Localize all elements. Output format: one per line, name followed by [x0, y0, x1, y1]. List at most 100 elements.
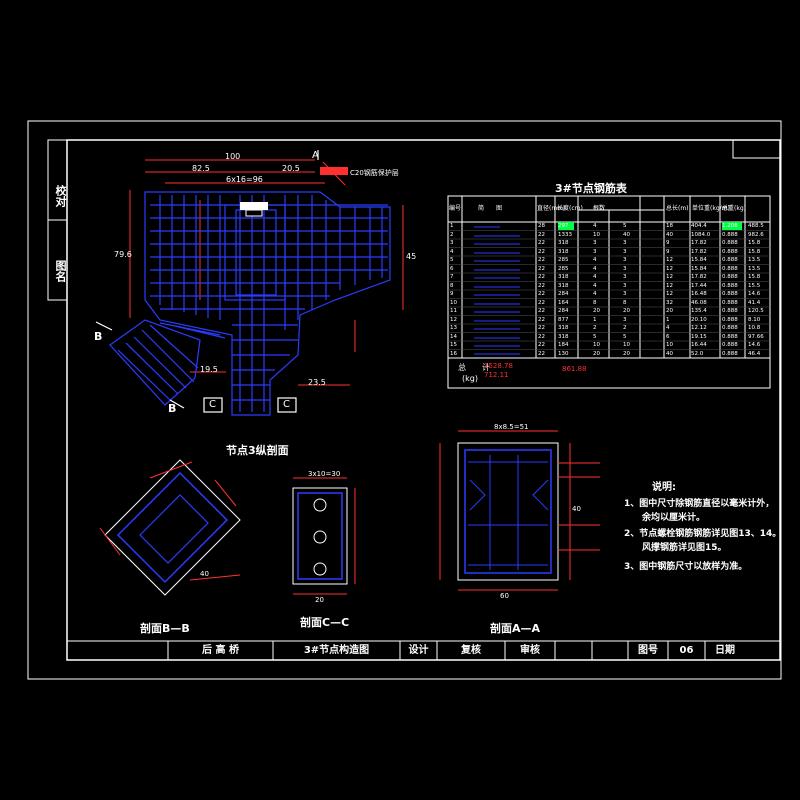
table-cell: 297: [558, 223, 569, 229]
table-cell: 130: [558, 350, 569, 357]
table-cell: 285: [558, 257, 569, 263]
table-cell: 22: [538, 291, 545, 297]
dim-bb-width: 40: [200, 570, 209, 578]
table-cell: 318: [558, 240, 569, 246]
table-cell: 22: [538, 325, 545, 331]
table-cell: 12: [666, 291, 673, 297]
table-cell: 3: [593, 248, 597, 255]
rebar-table-sketches: [474, 226, 520, 355]
table-cell: 13.5: [748, 265, 761, 272]
table-cell: 22: [538, 350, 545, 357]
table-total-2: 712.11: [484, 371, 509, 379]
table-cell: 4: [593, 274, 597, 280]
table-cell: 15.84: [691, 257, 707, 263]
dim-top-total: 100: [225, 152, 241, 161]
table-cell: 20: [666, 308, 673, 314]
table-cell: 4: [450, 248, 454, 255]
table-cell: 22: [538, 265, 545, 272]
table-cell: 0.888: [722, 248, 738, 255]
table-cell: 1: [450, 223, 454, 229]
table-cell: 3: [593, 240, 597, 246]
dim-aa-width: 60: [500, 592, 509, 600]
table-cell: 15.84: [691, 265, 707, 272]
cut-mark-a: A: [312, 150, 319, 161]
table-cell: 0.888: [722, 231, 738, 238]
table-cell: 22: [538, 316, 545, 323]
table-cell: 5: [623, 223, 627, 229]
table-cell: 22: [538, 342, 545, 348]
table-cell: 7: [450, 274, 454, 280]
table-cell: 4: [593, 282, 597, 289]
table-cell: 3: [623, 248, 627, 255]
table-cell: 0.888: [722, 308, 738, 314]
table-cell: 8: [623, 299, 627, 306]
table-cell: 284: [558, 308, 569, 314]
table-total-unit: (kg): [462, 374, 478, 383]
outer-frame: [27, 120, 782, 680]
node-section-drawing: [95, 150, 404, 416]
table-cell: 40: [623, 231, 630, 238]
table-header-cell: 简 图: [478, 205, 503, 212]
table-total-3: 861.88: [562, 365, 587, 373]
title-design: 设计: [408, 645, 429, 656]
table-cell: 12: [450, 316, 457, 323]
table-cell: 318: [558, 248, 569, 255]
table-cell: 22: [538, 282, 545, 289]
side-tab-drawing-name: 图名: [54, 260, 67, 282]
table-cell: 318: [558, 274, 569, 280]
table-title: 3#节点钢筋表: [555, 182, 627, 195]
table-cell: 17.82: [691, 274, 707, 280]
dim-aa-height: 40: [572, 505, 581, 513]
table-cell: 1.208: [722, 223, 738, 229]
table-header-cell: 编号: [449, 205, 462, 212]
table-cell: 3: [450, 240, 454, 246]
table-cell: 3: [623, 240, 627, 246]
table-cell: 3: [623, 291, 627, 297]
dim-top-right: 20.5: [282, 164, 300, 173]
table-cell: 9: [666, 240, 670, 246]
table-header: 编号简 图直径(mm)长度(cm)根数总长(m)单位重(kg/m)总重(kg): [448, 199, 770, 221]
dim-bottom-1: 19.5: [200, 365, 218, 374]
table-cell: 1084.0: [691, 231, 711, 238]
table-cell: 135.4: [691, 308, 707, 314]
table-header-cell: 单位重(kg/m): [692, 205, 730, 212]
table-cell: 10: [666, 342, 673, 348]
table-cell: 488.5: [748, 223, 764, 229]
table-cell: 4: [593, 291, 597, 297]
table-cell: 4: [593, 257, 597, 263]
table-cell: 404.4: [691, 223, 707, 229]
view-title-section-bb: 剖面B—B: [140, 622, 190, 635]
table-cell: 3: [623, 257, 627, 263]
table-cell: 20.10: [691, 316, 707, 323]
corner-box: [732, 139, 781, 159]
table-cell: 6: [450, 265, 454, 272]
note-1: 1、图中尺寸除钢筋直径以毫米计外，: [624, 499, 775, 509]
table-cell: 184: [558, 342, 569, 348]
table-cell: 97.66: [748, 333, 764, 340]
table-cell: 1: [593, 316, 597, 323]
table-cell: 14.6: [748, 342, 761, 348]
table-header-cell: 根数: [593, 205, 606, 212]
table-cell: 0.888: [722, 291, 738, 297]
title-bridge-name: 后 高 桥: [202, 645, 239, 656]
table-cell: 22: [538, 257, 545, 263]
view-title-section-cc: 剖面C—C: [300, 616, 350, 629]
cut-mark-b-top: B: [94, 330, 103, 343]
table-cell: 318: [558, 325, 569, 331]
table-cell: 5: [623, 333, 627, 340]
title-approve: 审核: [520, 645, 540, 656]
dim-aa-top: 8x8.5=51: [494, 423, 529, 431]
rebar-table-grid: [447, 195, 771, 389]
table-header-cell: 直径(mm): [537, 205, 566, 212]
table-cell: 4: [593, 223, 597, 229]
table-cell: 17.82: [691, 248, 707, 255]
table-cell: 4: [666, 325, 670, 331]
table-cell: 284: [558, 291, 569, 297]
table-cell: 40: [666, 231, 673, 238]
table-cell: 3: [623, 282, 627, 289]
table-cell: 3: [623, 316, 627, 323]
table-cell: 285: [558, 265, 569, 272]
title-review: 复核: [461, 645, 481, 656]
